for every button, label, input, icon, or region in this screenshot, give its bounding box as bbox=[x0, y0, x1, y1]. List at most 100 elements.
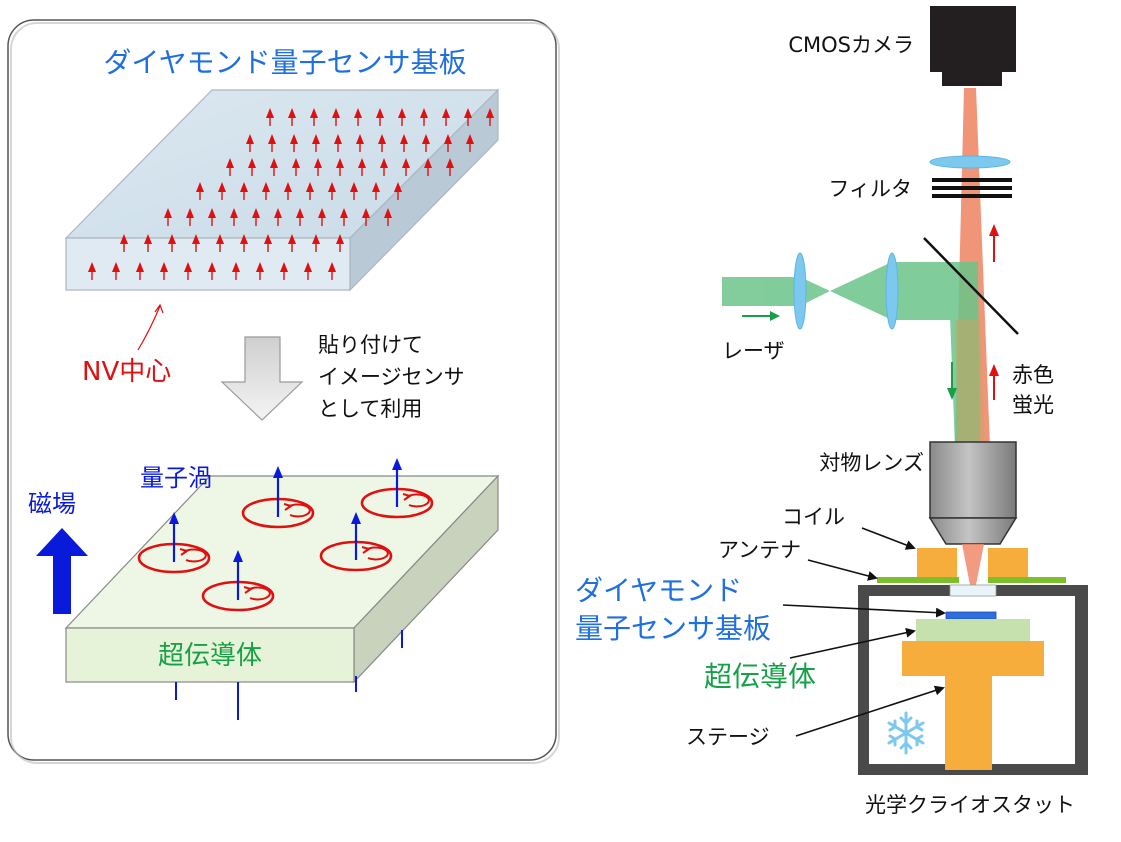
nv-arrow bbox=[358, 158, 366, 176]
nv-arrow bbox=[270, 158, 278, 176]
nv-center-label: NV中心 bbox=[82, 357, 171, 387]
right-panel: CMOSカメラ フィルタ レーザ bbox=[575, 6, 1088, 817]
antenna-right bbox=[988, 577, 1066, 583]
nv-arrow bbox=[394, 182, 402, 200]
nv-arrow bbox=[402, 158, 410, 176]
nv-arrow bbox=[328, 182, 336, 200]
nv-arrow bbox=[268, 134, 276, 152]
nv-arrow bbox=[88, 262, 96, 280]
process-line-2: イメージセンサ bbox=[318, 365, 465, 389]
nv-arrow bbox=[292, 158, 300, 176]
sensor-substrate-title: ダイヤモンド量子センサ基板 bbox=[103, 46, 466, 79]
diamond-sensor-chip bbox=[945, 611, 997, 620]
nv-arrow bbox=[314, 158, 322, 176]
sensor-line-1: ダイヤモンド bbox=[575, 574, 742, 607]
nv-arrow bbox=[328, 262, 336, 280]
nv-arrow bbox=[372, 182, 380, 200]
nv-arrow bbox=[248, 158, 256, 176]
nv-arrow bbox=[446, 158, 454, 176]
antenna-label: アンテナ bbox=[718, 538, 801, 562]
nv-arrow bbox=[296, 208, 304, 226]
process-arrow bbox=[220, 336, 304, 421]
fluorescence-line-2: 蛍光 bbox=[1012, 393, 1054, 417]
nv-arrow bbox=[240, 182, 248, 200]
nv-arrow bbox=[336, 158, 344, 176]
objective-lens bbox=[928, 441, 1018, 545]
left-panel: ダイヤモンド量子センサ基板 NV中心 貼り付けて イメージセンサ として利用 超… bbox=[7, 19, 560, 764]
nv-arrow bbox=[334, 134, 342, 152]
nv-arrow bbox=[186, 208, 194, 226]
process-line-3: として利用 bbox=[318, 397, 422, 421]
nv-arrow bbox=[336, 234, 344, 252]
sample-stage bbox=[902, 641, 1044, 770]
nv-arrow bbox=[354, 108, 362, 126]
nv-arrow bbox=[356, 134, 364, 152]
nv-arrow bbox=[226, 158, 234, 176]
snowflake-icon bbox=[887, 711, 925, 755]
diamond-substrate bbox=[64, 88, 500, 292]
nv-arrow bbox=[218, 182, 226, 200]
nv-arrow bbox=[420, 108, 428, 126]
nv-arrow bbox=[168, 234, 176, 252]
sensor-line-2: 量子センサ基板 bbox=[575, 612, 771, 645]
field-label: 磁場 bbox=[28, 490, 76, 518]
nv-arrow bbox=[144, 234, 152, 252]
nv-arrow bbox=[208, 262, 216, 280]
nv-arrow bbox=[196, 182, 204, 200]
nv-arrow bbox=[378, 134, 386, 152]
nv-arrow bbox=[230, 208, 238, 226]
nv-arrow bbox=[400, 134, 408, 152]
nv-arrow bbox=[464, 108, 472, 126]
tube-lens bbox=[929, 155, 1011, 169]
field-arrow-icon bbox=[36, 528, 88, 614]
nv-arrow bbox=[274, 208, 282, 226]
nv-arrow bbox=[266, 108, 274, 126]
vortex bbox=[360, 458, 434, 519]
nv-arrow bbox=[264, 234, 272, 252]
nv-arrow bbox=[290, 134, 298, 152]
nv-arrow bbox=[380, 158, 388, 176]
nv-arrow bbox=[362, 208, 370, 226]
nv-arrow bbox=[466, 134, 474, 152]
nv-arrow bbox=[306, 182, 314, 200]
nv-arrow bbox=[486, 108, 494, 126]
vortex bbox=[241, 466, 315, 529]
laser-label: レーザ bbox=[722, 339, 785, 363]
objective-label: 対物レンズ bbox=[819, 451, 924, 475]
process-text: 貼り付けて イメージセンサ として利用 bbox=[318, 333, 471, 421]
nv-arrow bbox=[256, 262, 264, 280]
nv-arrow bbox=[246, 134, 254, 152]
nv-arrow bbox=[280, 262, 288, 280]
superconductor-label-right: 超伝導体 bbox=[704, 660, 816, 693]
coil-left bbox=[917, 548, 957, 578]
nv-arrow bbox=[136, 262, 144, 280]
nv-arrow bbox=[160, 262, 168, 280]
superconductor-label-left: 超伝導体 bbox=[158, 641, 262, 671]
nv-arrow bbox=[288, 234, 296, 252]
focused-beam bbox=[962, 544, 984, 590]
cmos-camera bbox=[930, 6, 1016, 86]
nv-arrow bbox=[216, 234, 224, 252]
laser-direction-arrow-icon bbox=[742, 311, 780, 321]
laser-lens-1 bbox=[793, 252, 807, 330]
coil-label: コイル bbox=[782, 505, 845, 529]
fluorescence-label: 赤色 蛍光 bbox=[1012, 363, 1061, 417]
nv-arrow bbox=[192, 234, 200, 252]
superconductor-sample bbox=[916, 619, 1030, 641]
cryostat-label: 光学クライオスタット bbox=[865, 793, 1075, 817]
nv-arrow bbox=[442, 108, 450, 126]
cryostat-window bbox=[949, 584, 997, 597]
nv-arrow bbox=[164, 208, 172, 226]
filter-label: フィルタ bbox=[828, 177, 912, 201]
dichroic-mirror bbox=[923, 237, 1019, 335]
flux-lines-below bbox=[175, 630, 403, 720]
coil-right bbox=[988, 548, 1028, 578]
vortex bbox=[137, 512, 211, 574]
nv-arrow bbox=[120, 234, 128, 252]
sensor-label-right: ダイヤモンド 量子センサ基板 bbox=[575, 574, 771, 645]
nv-arrow bbox=[304, 262, 312, 280]
nv-arrow bbox=[384, 208, 392, 226]
filter bbox=[932, 178, 1012, 198]
nv-arrow bbox=[112, 262, 120, 280]
